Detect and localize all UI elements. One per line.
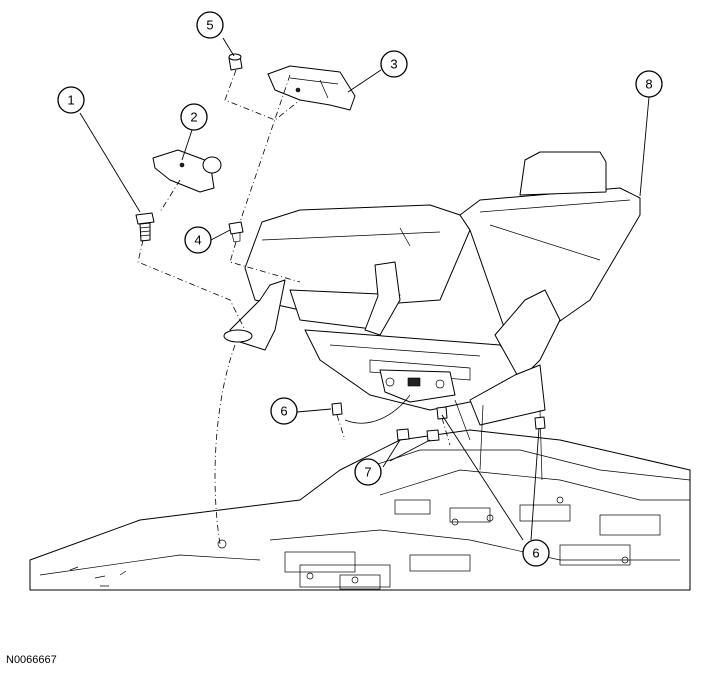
callout-6a-label: 6 bbox=[280, 404, 287, 419]
seat-exploded-diagram: 1 2 3 4 5 6 6 7 8 bbox=[29, 11, 691, 591]
callout-1-label: 1 bbox=[67, 93, 74, 108]
clip-part-4 bbox=[228, 221, 244, 243]
assembly-lines bbox=[137, 69, 451, 545]
callout-3-label: 3 bbox=[390, 57, 397, 72]
callout-4: 4 bbox=[184, 226, 212, 254]
callout-6b: 6 bbox=[522, 539, 550, 567]
callout-6a: 6 bbox=[270, 397, 298, 425]
figure-id: N0066667 bbox=[6, 654, 57, 666]
callout-3: 3 bbox=[380, 50, 408, 78]
callout-8-label: 8 bbox=[645, 77, 652, 92]
callout-4-label: 4 bbox=[194, 233, 201, 248]
callout-7-label: 7 bbox=[364, 465, 371, 480]
pin-part-5 bbox=[228, 53, 243, 71]
fastener-part-6 bbox=[331, 402, 546, 430]
callout-5-label: 5 bbox=[206, 18, 213, 33]
bolt-part-1 bbox=[135, 212, 155, 242]
leader-lines bbox=[79, 37, 650, 541]
clip-part-7 bbox=[396, 428, 440, 442]
seat-back bbox=[459, 151, 641, 336]
callout-7: 7 bbox=[354, 458, 382, 486]
trim-cover-part-3 bbox=[267, 65, 356, 111]
callout-8: 8 bbox=[635, 70, 663, 98]
callout-2-label: 2 bbox=[190, 110, 197, 125]
headrest bbox=[519, 151, 607, 196]
callout-6b-label: 6 bbox=[532, 546, 539, 561]
seat-frame bbox=[223, 261, 561, 481]
callout-2: 2 bbox=[180, 103, 208, 131]
callout-5: 5 bbox=[196, 11, 224, 39]
callout-1: 1 bbox=[57, 86, 85, 114]
floor-pan bbox=[29, 429, 691, 591]
bracket-cover-part-2 bbox=[152, 149, 222, 193]
